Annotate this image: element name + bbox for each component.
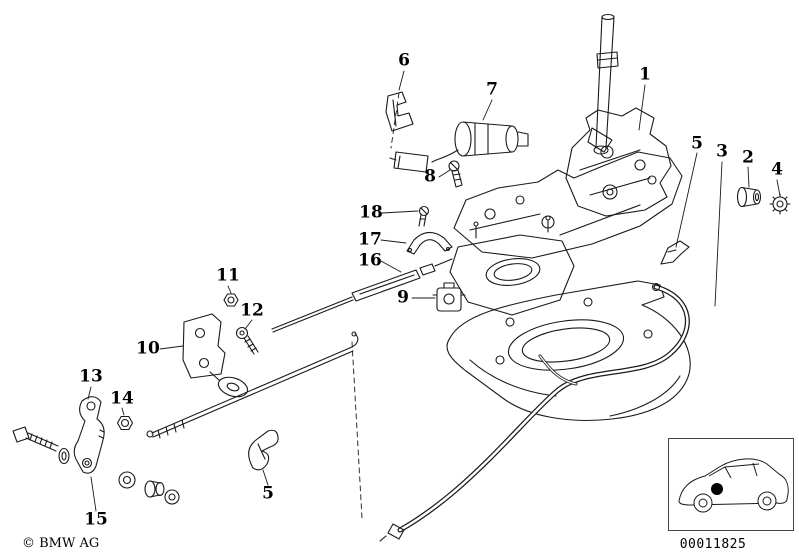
part-label-5-bottom[interactable]: 5	[262, 483, 274, 504]
base-housing	[446, 280, 691, 422]
copyright-text: © BMW AG	[22, 536, 100, 551]
clamp-17	[406, 231, 453, 255]
cable-clip	[385, 91, 414, 132]
part-label-6[interactable]: 6	[398, 50, 410, 71]
diagram-number: 00011825	[679, 537, 747, 552]
part-label-3[interactable]: 3	[716, 141, 728, 162]
shift-lever	[593, 13, 619, 155]
screw-18	[418, 205, 430, 227]
bolt-15	[12, 426, 70, 465]
bolt-12	[235, 326, 259, 355]
vehicle-thumbnail-icon	[678, 458, 789, 513]
part-label-18[interactable]: 18	[359, 202, 383, 223]
part-label-11[interactable]: 11	[216, 265, 240, 286]
part-label-16[interactable]: 16	[358, 250, 382, 271]
part-label-1[interactable]: 1	[639, 64, 651, 85]
lock-washer-4	[769, 193, 791, 215]
part-label-4[interactable]: 4	[771, 159, 783, 180]
clip-5-bottom	[248, 429, 279, 471]
part-label-5-right[interactable]: 5	[691, 133, 703, 154]
selector-rod	[146, 331, 359, 439]
carrier-plate	[453, 151, 683, 259]
bracket-plate	[449, 215, 575, 316]
part-label-2[interactable]: 2	[742, 147, 754, 168]
sleeve-2	[736, 186, 762, 208]
leader-lines	[87, 70, 781, 512]
part-label-10[interactable]: 10	[136, 338, 160, 359]
part-label-13[interactable]: 13	[79, 366, 103, 387]
guide-block-9	[432, 282, 466, 312]
part-label-9[interactable]: 9	[397, 287, 409, 308]
solenoid-actuator	[389, 121, 529, 173]
part-location-dot	[711, 483, 723, 495]
dashed-lines	[351, 92, 400, 519]
shift-cable	[379, 282, 690, 542]
part-label-8[interactable]: 8	[424, 166, 436, 187]
nut-14	[116, 415, 134, 431]
bowden-cable-16	[271, 258, 453, 333]
clip-5-right	[660, 240, 690, 265]
bushing-group	[118, 471, 180, 505]
part-label-14[interactable]: 14	[110, 388, 134, 409]
part-label-15[interactable]: 15	[84, 509, 108, 530]
bracket-10	[182, 313, 249, 398]
part-label-12[interactable]: 12	[240, 300, 264, 321]
shift-gate-housing	[565, 107, 672, 217]
part-label-17[interactable]: 17	[358, 229, 382, 250]
part-label-7[interactable]: 7	[486, 79, 498, 100]
screw-8	[448, 160, 463, 188]
vehicle-thumbnail	[668, 438, 794, 531]
nut-11	[223, 293, 239, 307]
lever-13	[73, 396, 105, 474]
